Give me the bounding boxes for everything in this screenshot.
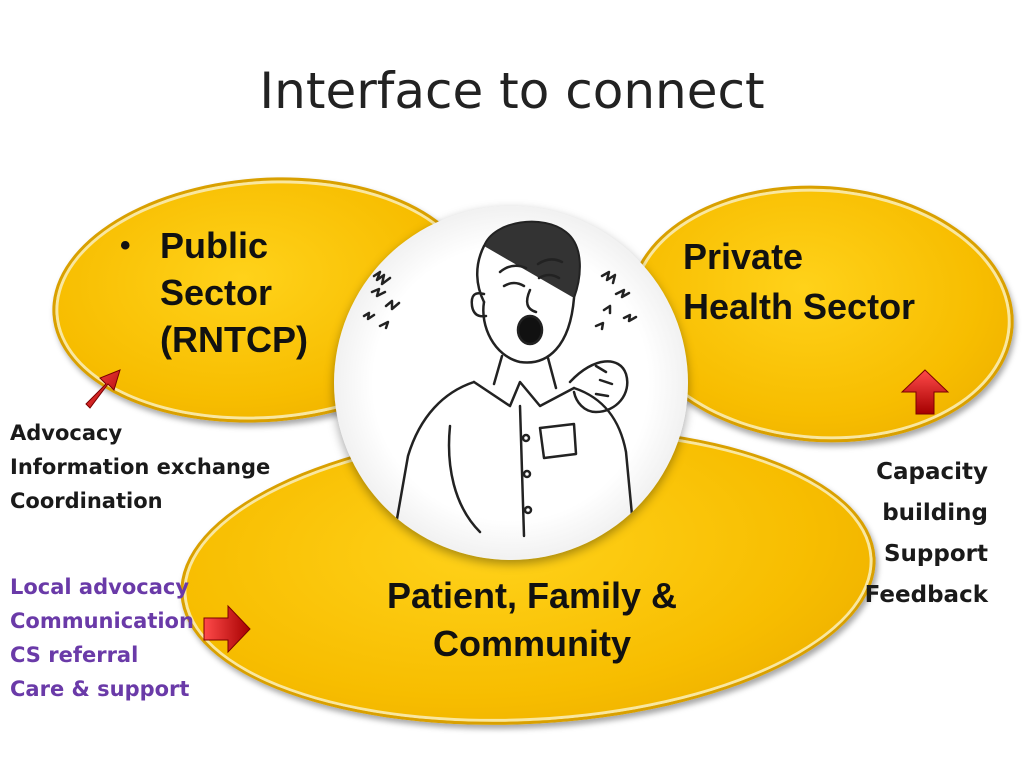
coughing-man-illustration: [334, 206, 688, 560]
list-item: Local advocacy: [10, 575, 190, 599]
list-item: Advocacy: [10, 421, 123, 445]
page-title: Interface to connect: [259, 62, 765, 120]
list-item: Communication: [10, 609, 194, 633]
list-item: CS referral: [10, 643, 139, 667]
patient-line: Community: [433, 623, 631, 664]
private-sector-label: Private Health Sector: [683, 232, 963, 332]
list-item: Feedback: [864, 582, 988, 608]
red-arrow-icon: [203, 604, 251, 654]
left-bottom-list: Local advocacy Communication CS referral…: [10, 570, 194, 706]
patient-line: Patient, Family &: [386, 575, 678, 616]
public-sector-line: (RNTCP): [160, 319, 308, 360]
list-item: Coordination: [10, 489, 163, 513]
bullet-icon: •: [120, 229, 131, 262]
right-list: Capacity building Support Feedback: [865, 452, 988, 616]
list-item: building: [882, 500, 988, 526]
public-sector-line: Public: [160, 225, 269, 266]
private-sector-line: Health Sector: [683, 286, 916, 327]
coughing-man-drawing: [362, 220, 638, 538]
list-item: Support: [883, 541, 988, 567]
private-sector-line: Private: [683, 236, 804, 277]
left-top-list: Advocacy Information exchange Coordinati…: [10, 416, 270, 518]
public-sector-line: Sector: [160, 272, 273, 313]
list-item: Capacity: [876, 459, 988, 485]
red-arrow-icon: [900, 369, 950, 415]
list-item: Information exchange: [10, 455, 271, 479]
list-item: Care & support: [10, 677, 190, 701]
patient-label: Patient, Family & Community: [352, 572, 712, 668]
red-arrow-icon: [85, 369, 121, 409]
